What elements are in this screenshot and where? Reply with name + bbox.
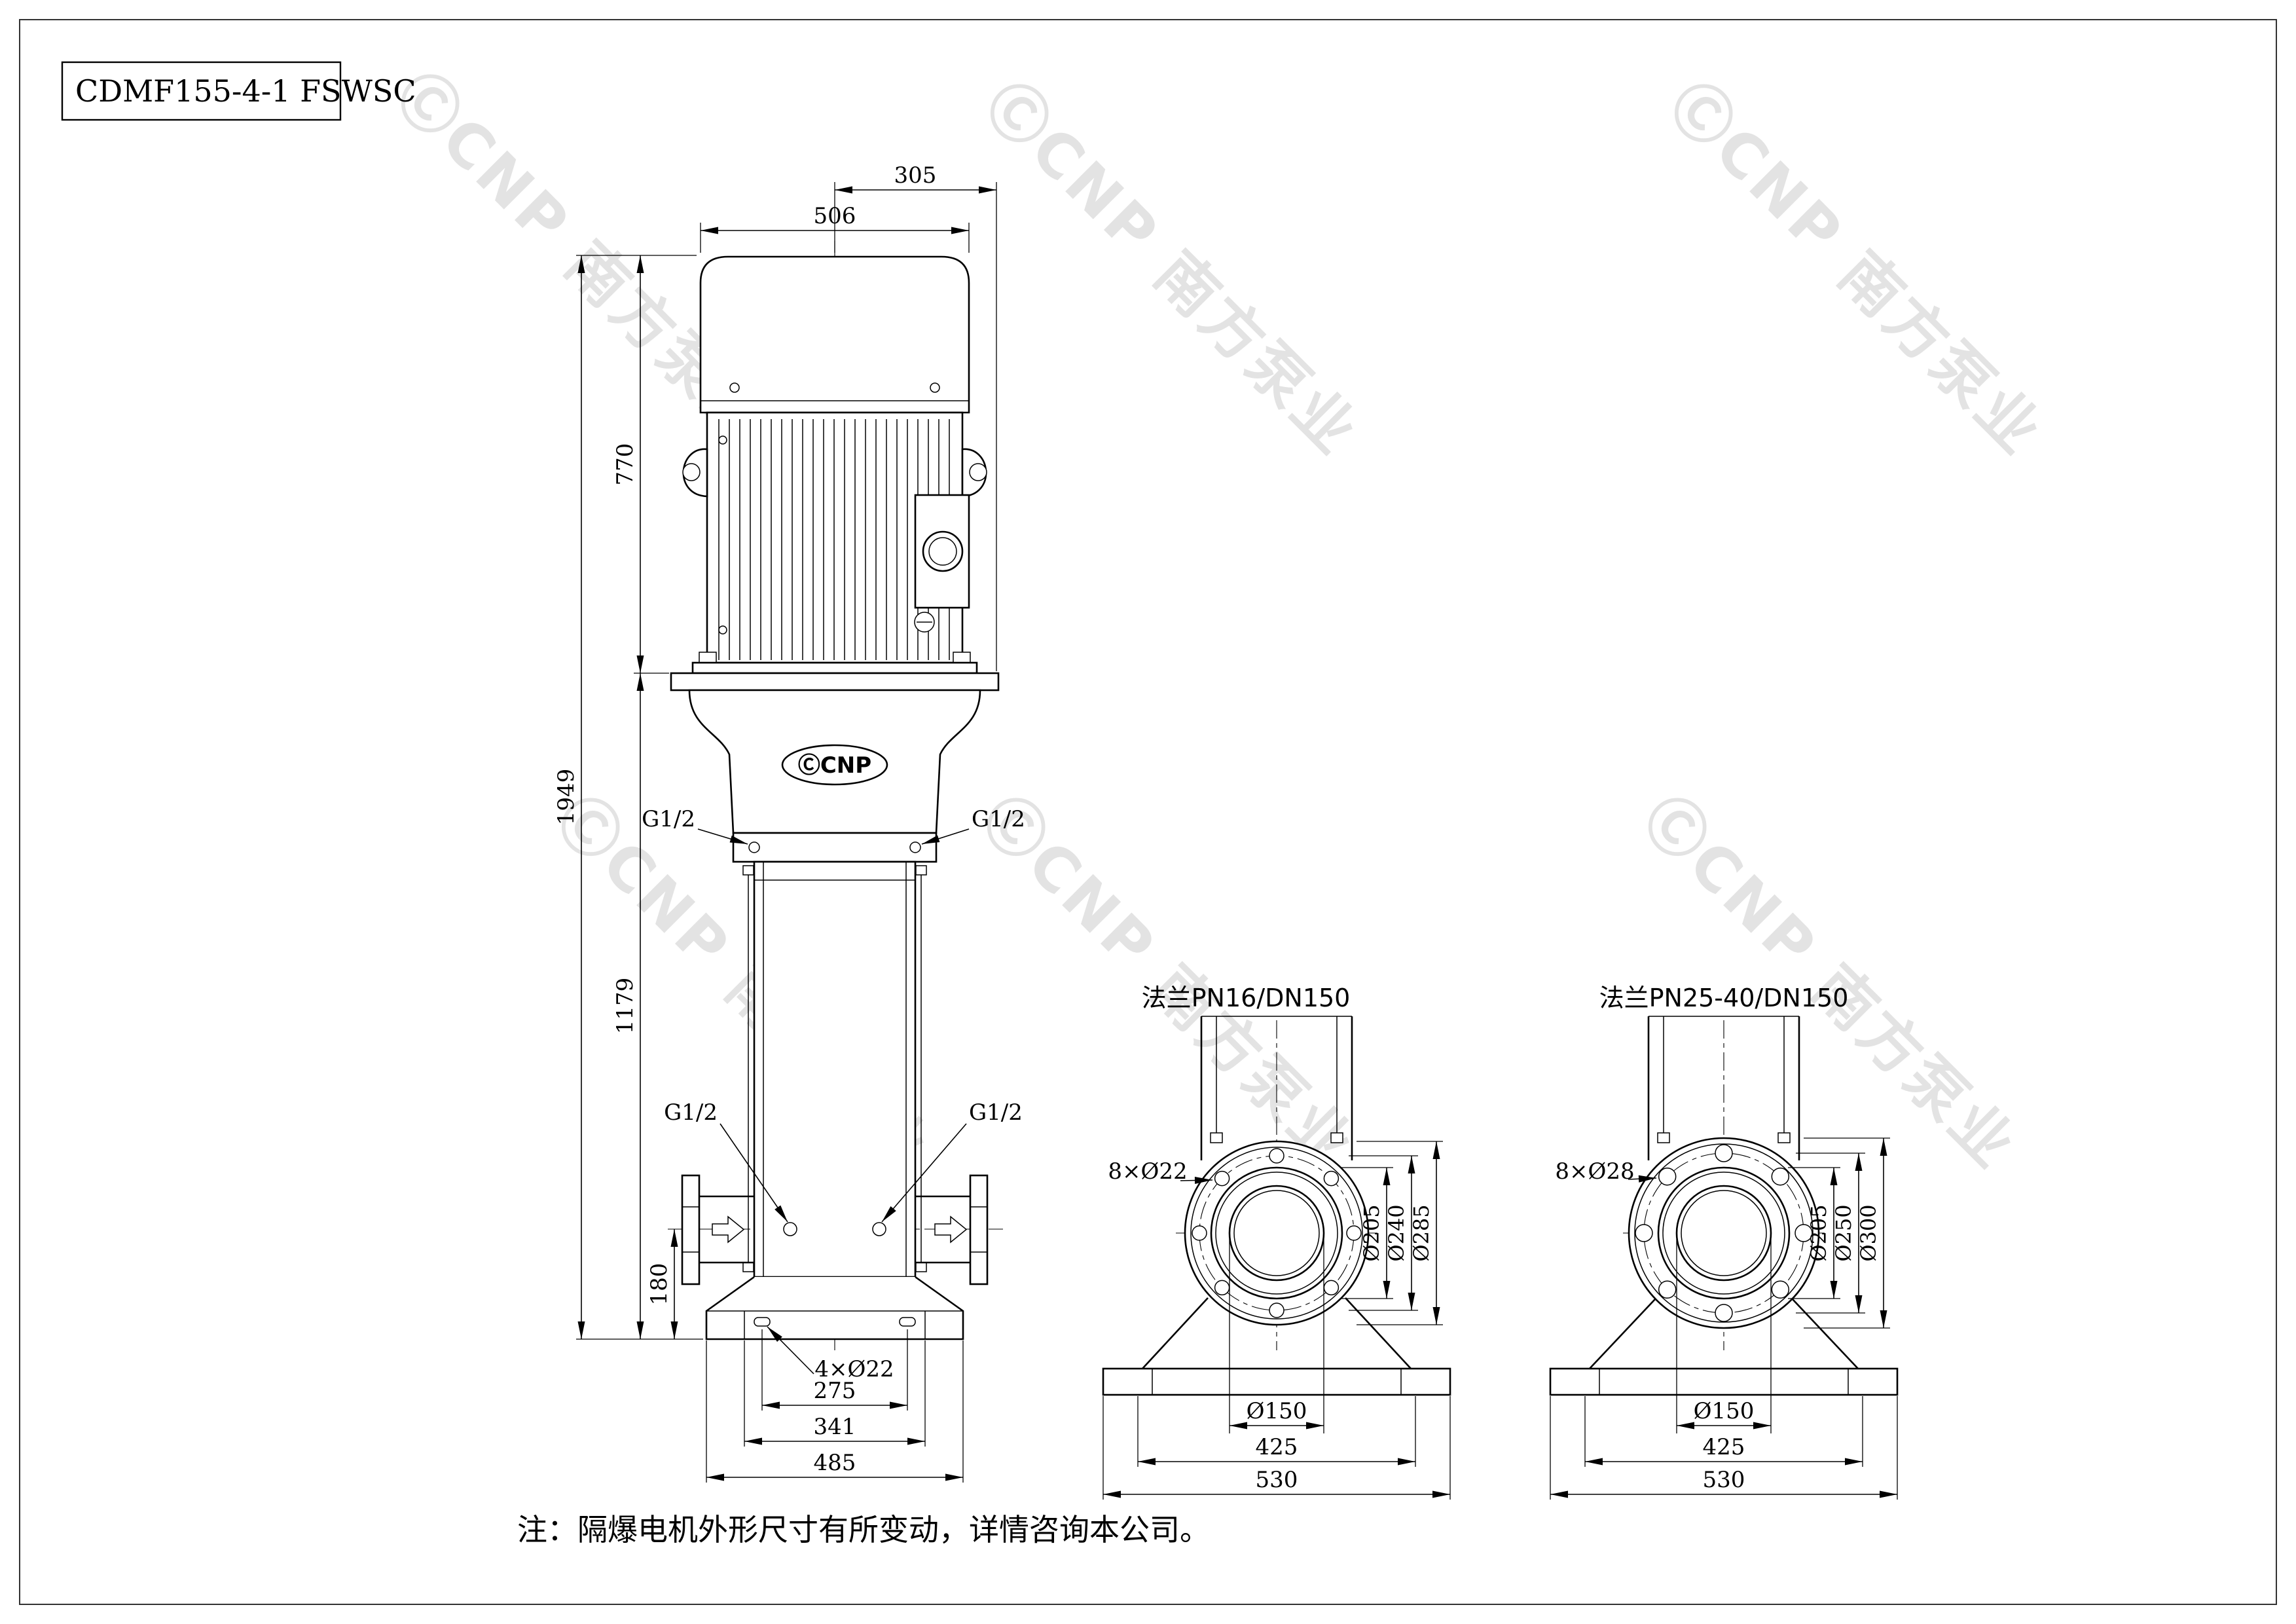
dim-base-w3: 485 [814,1450,856,1476]
dim-pn25-bolt-holes: 8×Ø28 [1555,1158,1634,1185]
dim-pn25-d3: Ø300 [1856,1204,1881,1261]
dim-offset-right: 305 [894,162,937,189]
dim-pn25-d2: Ø250 [1831,1204,1856,1261]
bolt-holes [1192,1148,1362,1318]
flange-view-pn16: 法兰PN16/DN150 [1102,984,1451,1500]
footnote: 注：隔爆电机外形尺寸有所变动，详情咨询本公司。 [517,1512,1210,1547]
dim-base-height: 180 [646,1263,672,1306]
stool-plate [670,672,1000,692]
fan-cover-screw [930,382,940,393]
motor-flange [691,661,978,674]
port-label-bottom-left: G1/2 [664,1099,718,1126]
watermark-text: ⒸCNP 南方泵业 [1656,69,2056,470]
dim-anchor-holes: 4×Ø22 [814,1356,894,1382]
dim-pn25-d1: Ø205 [1806,1204,1831,1261]
dim-pn16-bolt-holes: 8×Ø22 [1108,1158,1187,1185]
port-label-top-right: G1/2 [972,806,1025,832]
bolt-holes [1635,1144,1813,1322]
dim-pump-height: 1179 [612,978,638,1035]
motor-fan-cover [699,255,970,414]
dim-pn16-d3: Ø285 [1409,1204,1434,1261]
flow-arrow-in [712,1215,745,1244]
watermark-text: ⒸCNP 南方泵业 [968,783,1369,1183]
model-number: CDMF155-4-1 FSWSC [75,73,416,109]
flange-base-plate [1102,1367,1451,1396]
front-view-dimensions: 506 305 770 1179 1949 180 G1/2 G1/2 G1/2… [553,162,1025,1483]
dim-pn16-bore: Ø150 [1247,1398,1307,1424]
port-label-top-left: G1/2 [642,806,695,832]
pump-base [705,1276,964,1340]
flange-view-pn25: 法兰PN25-40/DN150 [1549,984,1899,1500]
dim-pn25-w2: 530 [1703,1467,1745,1493]
drain-plug-left [783,1222,797,1236]
dim-pn16-d1: Ø205 [1359,1204,1384,1261]
flange-pn25-title: 法兰PN25-40/DN150 [1599,984,1849,1012]
flange-bore [1675,1185,1772,1282]
fan-cover-screw [729,382,740,393]
drain-plug-right [872,1222,886,1236]
cnp-logo: ⒸCNP [798,752,871,779]
dim-pn25-bore: Ø150 [1694,1398,1755,1424]
port-label-bottom-right: G1/2 [969,1099,1023,1126]
dim-base-w1: 275 [814,1378,856,1404]
dim-base-w2: 341 [814,1414,856,1440]
drawing-border [19,19,2277,1605]
dim-total-height: 1949 [553,769,579,826]
suction-flange [681,1174,701,1285]
flange-bolt [699,652,717,663]
discharge-flange [969,1174,989,1285]
front-view: ⒸCNP [668,241,1003,1350]
flange-outer [1184,1140,1370,1326]
dim-pn25-w1: 425 [1703,1434,1745,1460]
dim-pn16-d2: Ø240 [1384,1204,1409,1261]
dim-motor-height: 770 [612,443,638,486]
flange-bolt [953,652,971,663]
watermark-text: ⒸCNP 南方泵业 [972,69,1372,470]
anchor-slot [899,1317,916,1327]
watermark-text: ⒸCNP 南方泵业 [1630,783,2030,1183]
dim-pn16-w1: 425 [1256,1434,1298,1460]
pump-barrel [753,860,917,1278]
pump-head [732,832,938,863]
flange-outer [1628,1137,1820,1329]
flange-pn16-title: 法兰PN16/DN150 [1142,984,1351,1012]
cnp-logo-oval [781,744,888,786]
vent-plug-right [909,841,921,853]
flow-arrow-out [934,1215,968,1244]
title-block: CDMF155-4-1 FSWSC [61,61,416,121]
dim-pn16-w2: 530 [1256,1467,1298,1493]
flange-bore [1228,1185,1325,1282]
anchor-slot [754,1317,771,1327]
flange-base-plate [1549,1367,1899,1396]
vent-plug-left [748,841,760,853]
